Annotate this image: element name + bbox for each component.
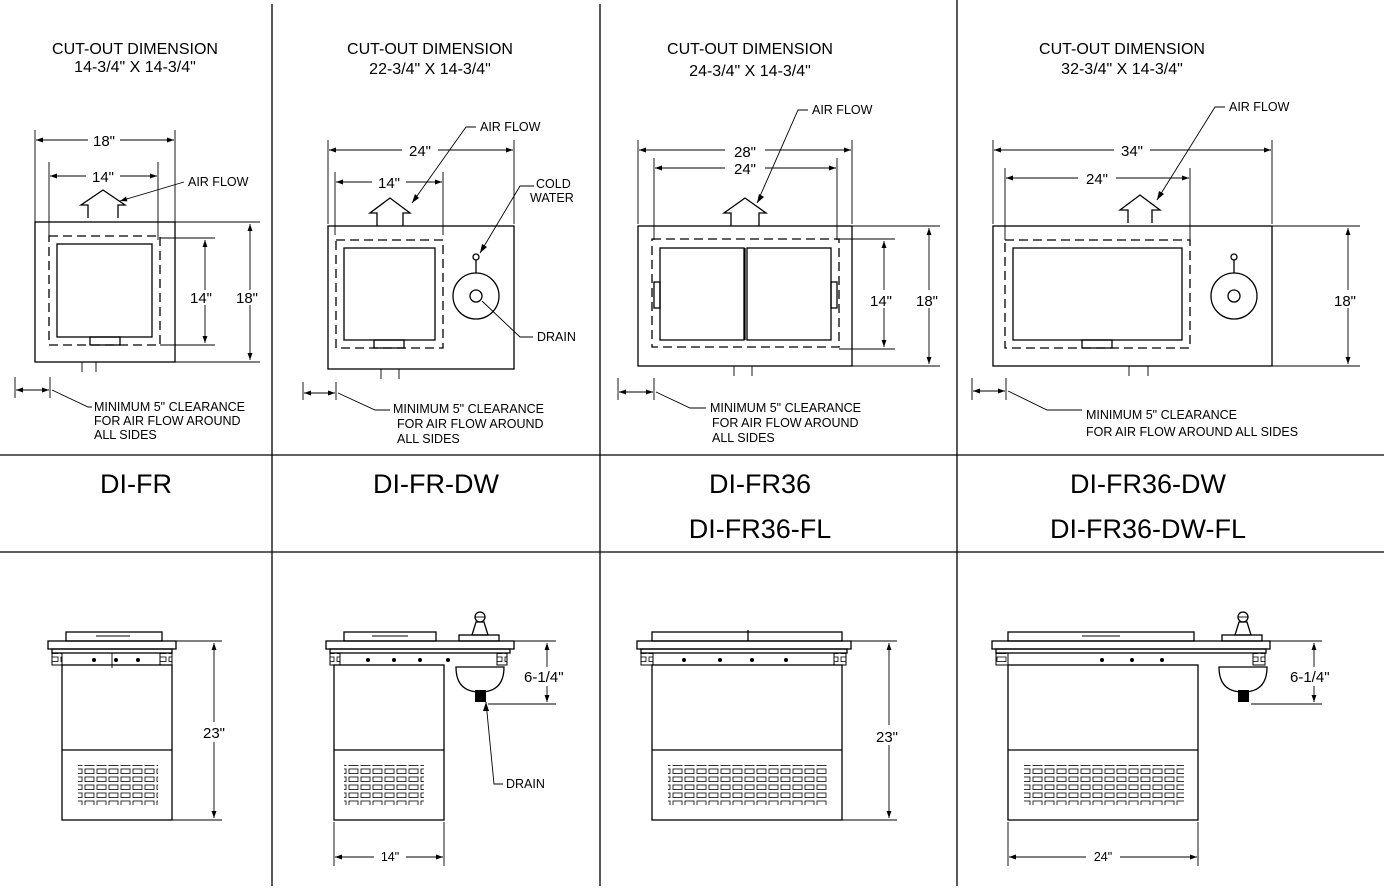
width-outer-label: 18" [93,133,115,150]
unit-outline [992,225,1273,367]
air-flow-arrow-icon [78,189,128,218]
air-flow-arrow-icon [368,197,412,226]
cutout-title: CUT-OUT DIMENSION [1039,41,1205,58]
width-label: 24" [1094,850,1112,864]
cutout-size: 24-3/4" X 14-3/4" [689,63,811,80]
width-inner-label: 14" [378,175,400,192]
height-label: 23" [203,725,225,742]
width-outer-label: 24" [409,143,431,160]
height-inner-label: 14" [870,293,892,310]
panel-di-fr36-dw-side-view: 6-1/4" 24" [991,611,1330,866]
model-name: DI-FR36-DW-FL [1050,514,1246,544]
clearance-line-1: MINIMUM 5" CLEARANCE [710,401,861,415]
height-label: 23" [876,729,898,746]
clearance-line-3: ALL SIDES [94,428,157,442]
model-name: DI-FR36-DW [1070,469,1227,499]
air-flow-arrow-icon [721,197,769,226]
unit-outline [34,221,176,363]
width-inner-label: 24" [1086,171,1108,188]
air-flow-label: AIR FLOW [480,120,541,134]
height-outer-label: 18" [916,293,938,310]
clearance-line-1: MINIMUM 5" CLEARANCE [1086,408,1237,422]
panel-di-fr-top-view: CUT-OUT DIMENSION 14-3/4" X 14-3/4" 18" … [14,41,260,442]
drop-label: 6-1/4" [1290,669,1330,686]
cold-water-line-1: COLD [536,177,571,191]
cutout-outline [1004,239,1191,349]
clearance-line-2: FOR AIR FLOW AROUND [397,417,544,431]
model-name: DI-FR36 [709,469,811,499]
cutout-title: CUT-OUT DIMENSION [347,41,513,58]
cutout-outline [651,238,840,348]
height-inner-label: 14" [190,290,212,307]
drain-label: DRAIN [506,777,545,791]
width-inner-label: 24" [734,161,756,178]
height-outer-label: 18" [236,290,258,307]
drain-bowl [1218,666,1268,693]
model-name: DI-FR-DW [373,469,499,499]
drop-label: 6-1/4" [524,669,564,686]
air-flow-label: AIR FLOW [812,103,873,117]
clearance-line-1: MINIMUM 5" CLEARANCE [94,400,245,414]
panel-di-fr-dw-top-view: CUT-OUT DIMENSION 22-3/4" X 14-3/4" 24" … [302,41,576,446]
clearance-line-2: FOR AIR FLOW AROUND ALL SIDES [1086,425,1298,439]
air-flow-label: AIR FLOW [188,175,249,189]
cutout-size: 22-3/4" X 14-3/4" [369,61,491,78]
width-outer-label: 34" [1121,143,1143,160]
panel-di-fr-side-view: 23" [47,631,225,821]
model-names-row: DI-FR DI-FR-DW DI-FR36 DI-FR36-FL DI-FR3… [100,469,1246,544]
clearance-line-2: FOR AIR FLOW AROUND [712,416,859,430]
drain-label: DRAIN [537,330,576,344]
air-flow-label: AIR FLOW [1229,100,1290,114]
panel-di-fr-dw-side-view: 6-1/4" DRAIN 14" [325,611,564,866]
cutout-outline [48,235,161,346]
drain-bowl [452,272,500,320]
width-outer-label: 28" [734,144,756,161]
drain-bowl [455,666,505,693]
cutout-title: CUT-OUT DIMENSION [52,41,218,58]
unit-outline [637,225,853,367]
clearance-line-3: ALL SIDES [397,432,460,446]
cutout-outline [335,239,444,349]
panel-di-fr36-top-view: CUT-OUT DIMENSION 24-3/4" X 14-3/4" 28" … [617,41,940,445]
cutout-size: 32-3/4" X 14-3/4" [1061,61,1183,78]
air-flow-arrow-icon [1118,194,1162,223]
model-name: DI-FR36-FL [689,514,832,544]
clearance-line-2: FOR AIR FLOW AROUND [94,414,241,428]
height-outer-label: 18" [1334,293,1356,310]
cutout-title: CUT-OUT DIMENSION [667,41,833,58]
cutout-size: 14-3/4" X 14-3/4" [74,59,196,76]
width-inner-label: 14" [92,169,114,186]
clearance-line-3: ALL SIDES [712,431,775,445]
cold-water-line-2: WATER [530,191,574,205]
panel-di-fr36-side-view: 23" [636,630,898,821]
width-label: 14" [381,850,399,864]
clearance-line-1: MINIMUM 5" CLEARANCE [393,402,544,416]
drain-bowl [1210,272,1258,320]
model-name: DI-FR [100,469,172,499]
unit-outline [327,225,515,370]
panel-di-fr36-dw-top-view: CUT-OUT DIMENSION 32-3/4" X 14-3/4" 34" … [971,41,1360,439]
